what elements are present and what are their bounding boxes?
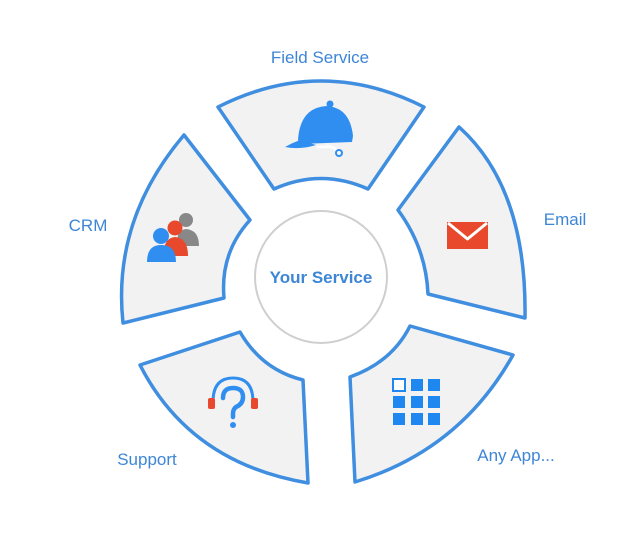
label-email: Email — [544, 210, 587, 229]
users-group-icon — [147, 213, 199, 262]
label-support: Support — [117, 450, 177, 469]
segment-crm[interactable] — [119, 133, 252, 325]
headset-question-icon — [208, 376, 258, 428]
label-any-app: Any App... — [477, 446, 555, 465]
center-label: Your Service — [270, 268, 373, 287]
segment-support[interactable] — [138, 330, 310, 485]
label-crm: CRM — [69, 216, 108, 235]
center-circle — [254, 210, 388, 344]
app-grid-icon — [392, 378, 440, 425]
label-field-service: Field Service — [271, 48, 369, 67]
envelope-icon — [447, 221, 488, 249]
cap-icon — [285, 100, 353, 157]
